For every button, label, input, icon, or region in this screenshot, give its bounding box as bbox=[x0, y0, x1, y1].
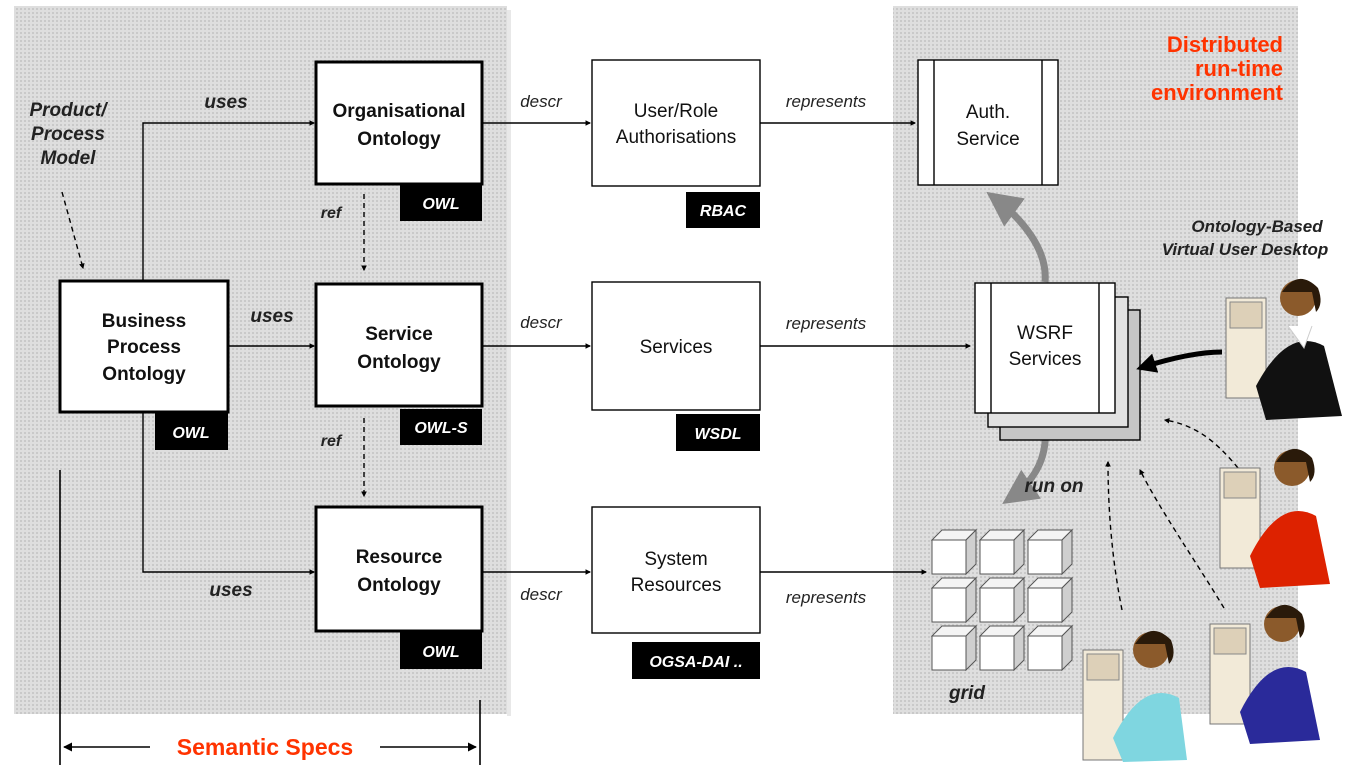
semantic-specs-label: Semantic Specs bbox=[177, 734, 353, 760]
services-line-1: Services bbox=[640, 337, 713, 358]
product-model-line-2: Process bbox=[31, 124, 105, 145]
business-line-2: Process bbox=[107, 337, 181, 358]
user-role-box: User/Role Authorisations RBAC bbox=[592, 60, 760, 228]
descr-label-middle: descr bbox=[520, 313, 563, 332]
represents-label-top: represents bbox=[786, 92, 867, 111]
grid-cube bbox=[932, 626, 976, 670]
user-role-line-2: Authorisations bbox=[616, 127, 736, 148]
grid-cube bbox=[1028, 626, 1072, 670]
wsrf-line-1: WSRF bbox=[1017, 323, 1073, 344]
wsrf-services-stack: WSRF Services bbox=[975, 283, 1140, 440]
services-tag-label: WSDL bbox=[694, 426, 741, 443]
system-resources-line-2: Resources bbox=[631, 575, 722, 596]
user-role-tag-label: RBAC bbox=[700, 203, 747, 220]
service-line-1: Service bbox=[365, 324, 433, 345]
business-line-3: Ontology bbox=[102, 364, 186, 385]
run-on-label: run on bbox=[1024, 476, 1083, 497]
services-box: Services WSDL bbox=[592, 282, 760, 451]
uses-label-top: uses bbox=[204, 92, 247, 113]
system-resources-tag-label: OGSA-DAI .. bbox=[649, 654, 742, 671]
runtime-title-line-3: environment bbox=[1151, 80, 1284, 105]
desktop-label-line-2: Virtual User Desktop bbox=[1162, 240, 1329, 259]
service-line-2: Ontology bbox=[357, 352, 441, 373]
grid-cube bbox=[932, 530, 976, 574]
product-model-line-1: Product/ bbox=[29, 100, 108, 121]
business-line-1: Business bbox=[102, 311, 186, 332]
grid-cube bbox=[1028, 578, 1072, 622]
grid-cubes bbox=[932, 530, 1072, 670]
service-tag-label: OWL-S bbox=[414, 420, 468, 437]
organisational-tag-label: OWL bbox=[422, 196, 459, 213]
desktop-label-line-1: Ontology-Based bbox=[1191, 217, 1323, 236]
wsrf-line-2: Services bbox=[1009, 349, 1082, 370]
system-resources-line-1: System bbox=[644, 549, 707, 570]
uses-label-bottom: uses bbox=[209, 580, 252, 601]
auth-service-box: Auth. Service bbox=[918, 60, 1058, 185]
grid-cube bbox=[980, 578, 1024, 622]
represents-label-bottom: represents bbox=[786, 588, 867, 607]
runtime-title-line-2: run-time bbox=[1195, 56, 1283, 81]
grid-cube bbox=[1028, 530, 1072, 574]
resource-tag-label: OWL bbox=[422, 644, 459, 661]
system-resources-box: System Resources OGSA-DAI .. bbox=[592, 507, 760, 679]
organisational-line-2: Ontology bbox=[357, 129, 441, 150]
user-role-line-1: User/Role bbox=[634, 101, 718, 122]
descr-label-bottom: descr bbox=[520, 585, 563, 604]
resource-line-1: Resource bbox=[356, 547, 443, 568]
runtime-title-line-1: Distributed bbox=[1167, 32, 1283, 57]
auth-line-1: Auth. bbox=[966, 102, 1010, 123]
grid-cube bbox=[980, 626, 1024, 670]
represents-label-middle: represents bbox=[786, 314, 867, 333]
auth-line-2: Service bbox=[956, 129, 1019, 150]
uses-label-middle: uses bbox=[250, 306, 293, 327]
ref-label-bottom: ref bbox=[321, 433, 343, 450]
descr-label-top: descr bbox=[520, 92, 563, 111]
grid-label: grid bbox=[948, 683, 985, 704]
grid-cube bbox=[932, 578, 976, 622]
organisational-line-1: Organisational bbox=[332, 101, 465, 122]
ref-label-top: ref bbox=[321, 205, 343, 222]
business-tag-label: OWL bbox=[172, 425, 209, 442]
product-model-line-3: Model bbox=[41, 148, 97, 169]
resource-line-2: Ontology bbox=[357, 575, 441, 596]
grid-cube bbox=[980, 530, 1024, 574]
